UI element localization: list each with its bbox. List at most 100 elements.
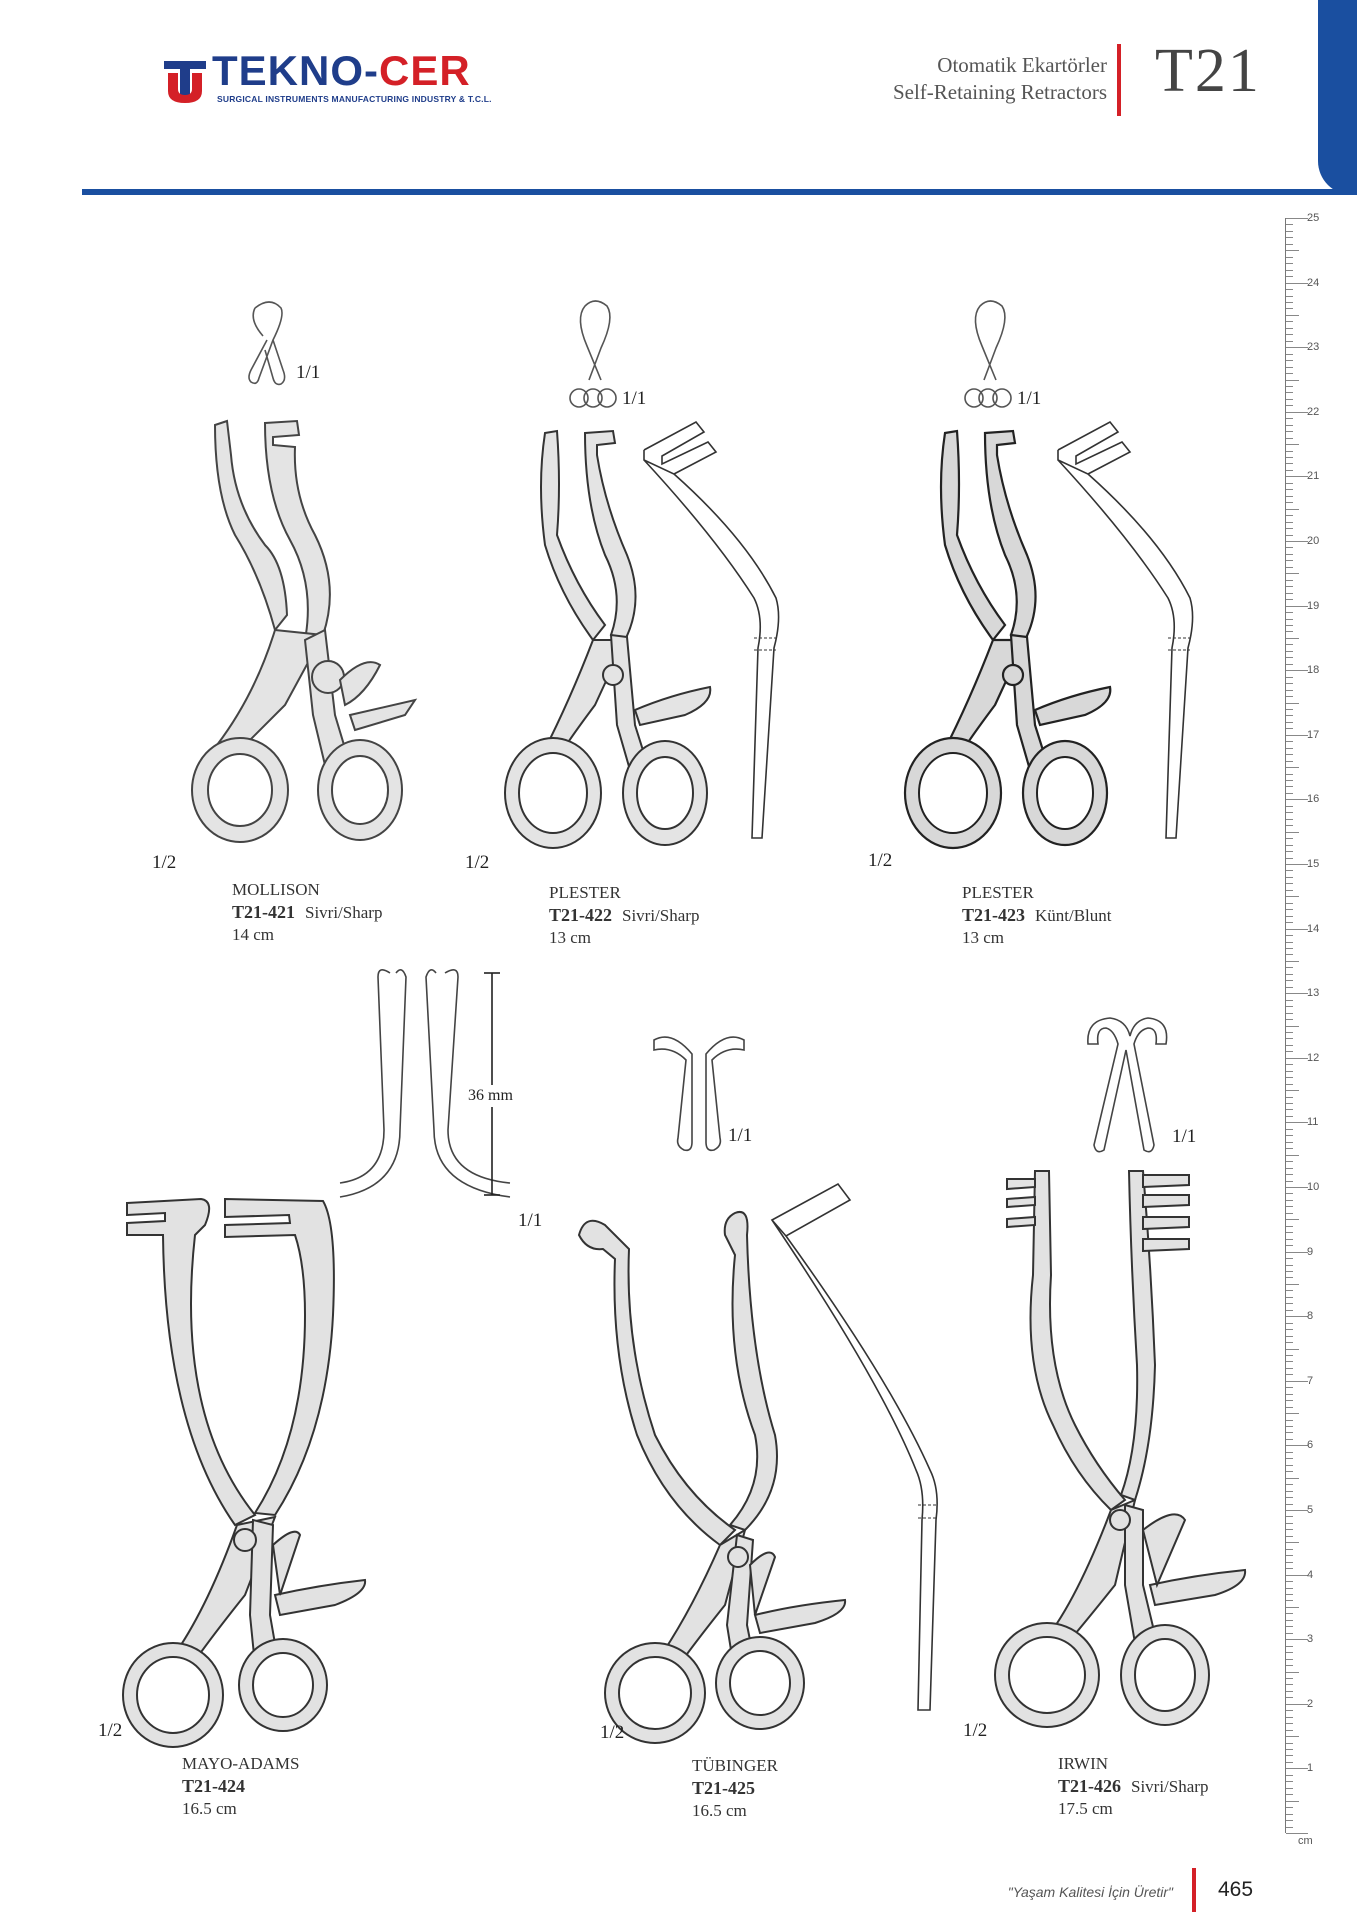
ruler-tick: [1286, 1820, 1293, 1822]
ruler-tick: [1286, 1652, 1293, 1654]
ruler-tick: [1286, 1613, 1293, 1615]
ruler-tick: [1286, 1374, 1293, 1376]
product-code: T21-426: [1058, 1776, 1121, 1796]
ruler-tick: [1286, 851, 1293, 853]
ruler-tick: [1286, 1419, 1293, 1421]
dimension-mayo-adams: 36 mm: [468, 1085, 513, 1107]
ruler-tick: [1286, 1645, 1293, 1647]
ruler-tick: [1286, 1342, 1293, 1344]
ruler-tick: [1286, 960, 1299, 962]
ruler-tick: [1286, 760, 1293, 762]
ruler-tick: [1286, 528, 1293, 530]
ruler-tick: [1286, 1723, 1293, 1725]
ruler-tick: [1286, 1665, 1293, 1667]
ruler-tick: [1286, 301, 1293, 303]
ruler-tick: [1286, 424, 1293, 426]
ruler-tick: [1286, 1070, 1293, 1072]
product-card-mayo-adams: MAYO-ADAMS T21-424 16.5 cm: [182, 1753, 299, 1820]
ruler-tick: [1286, 1264, 1293, 1266]
brand-subtitle: SURGICAL INSTRUMENTS MANUFACTURING INDUS…: [217, 94, 492, 104]
ruler-tick: [1286, 624, 1293, 626]
product-code: T21-421: [232, 902, 295, 922]
brand-name: TEKNO-CER: [212, 50, 471, 92]
ruler-label: 19: [1307, 599, 1320, 612]
ruler-tick: [1286, 314, 1299, 316]
side-view-plester-sharp: [636, 418, 786, 848]
ruler-tick: [1286, 1025, 1299, 1027]
ruler-tick: [1286, 411, 1308, 413]
ruler-tick: [1286, 1219, 1299, 1221]
header-divider: [1117, 44, 1121, 116]
ruler-tick: [1286, 269, 1293, 271]
product-name: TÜBINGER: [692, 1756, 778, 1775]
ruler-label: 6: [1307, 1439, 1314, 1452]
ruler-tick: [1286, 618, 1293, 620]
ruler-tick: [1286, 657, 1293, 659]
ruler-tick: [1286, 754, 1293, 756]
ruler-tick: [1286, 256, 1293, 258]
tip-detail-tubinger: [652, 1030, 747, 1152]
category-title-tr: Otomatik Ekartörler: [937, 53, 1107, 77]
ruler-tick: [1286, 721, 1293, 723]
ruler-tick: [1286, 876, 1293, 878]
ruler-tick: [1286, 276, 1293, 278]
scale-body-plester-blunt: 1/2: [868, 850, 893, 871]
ruler-tick: [1286, 579, 1293, 581]
scale-body-irwin: 1/2: [963, 1720, 988, 1741]
ruler-tick: [1286, 1393, 1293, 1395]
ruler-tick: [1286, 1335, 1293, 1337]
ruler-tick: [1286, 1671, 1299, 1673]
ruler-tick: [1286, 1296, 1293, 1298]
ruler-tick: [1286, 560, 1293, 562]
category-heading: Otomatik Ekartörler Self-Retaining Retra…: [893, 52, 1107, 106]
category-title-en: Self-Retaining Retractors: [892, 80, 1107, 104]
ruler-label: 4: [1307, 1568, 1314, 1581]
side-view-plester-blunt: [1050, 418, 1200, 848]
ruler-tick: [1286, 379, 1299, 381]
ruler-tick: [1286, 573, 1299, 575]
ruler-tick: [1286, 1716, 1293, 1718]
ruler-label: 1: [1307, 1762, 1314, 1775]
ruler-tick: [1286, 405, 1293, 407]
ruler-tick: [1286, 715, 1293, 717]
scale-body-plester-sharp: 1/2: [465, 852, 490, 873]
ruler-label: 22: [1307, 405, 1320, 418]
product-type: Sivri/Sharp: [622, 906, 700, 925]
product-name: MAYO-ADAMS: [182, 1754, 300, 1773]
ruler-tick: [1286, 1535, 1293, 1537]
ruler-label: 20: [1307, 535, 1320, 547]
product-code: T21-422: [549, 905, 612, 925]
ruler-label: 12: [1307, 1051, 1320, 1064]
ruler-tick: [1286, 224, 1293, 226]
ruler-tick: [1286, 1787, 1293, 1789]
ruler-tick: [1286, 883, 1293, 885]
ruler-tick: [1286, 889, 1293, 891]
ruler-tick: [1286, 844, 1293, 846]
ruler-label: 25: [1307, 212, 1320, 224]
ruler-tick: [1286, 1587, 1293, 1589]
ruler-tick: [1286, 831, 1299, 833]
ruler-tick: [1286, 605, 1308, 607]
ruler-tick: [1286, 954, 1293, 956]
instrument-mayo-adams: [105, 1195, 375, 1750]
ruler-tick: [1286, 1684, 1293, 1686]
product-card-tubinger: TÜBINGER T21-425 16.5 cm: [692, 1755, 778, 1822]
ruler-tick: [1286, 973, 1293, 975]
ruler-tick: [1286, 469, 1293, 471]
ruler-tick: [1286, 1581, 1293, 1583]
ruler-tick: [1286, 767, 1299, 769]
ruler-tick: [1286, 1794, 1293, 1796]
ruler-tick: [1286, 1174, 1293, 1176]
section-code: T21: [1155, 37, 1261, 105]
footer-divider: [1192, 1868, 1196, 1912]
scale-body-tubinger: 1/2: [600, 1722, 625, 1743]
scale-tip-plester-blunt: 1/1: [1017, 388, 1042, 409]
ruler-tick: [1286, 967, 1293, 969]
ruler-label: 17: [1307, 728, 1320, 741]
ruler-tick: [1286, 1400, 1293, 1402]
side-view-tubinger: [770, 1180, 938, 1720]
brand-name-accent: CER: [379, 47, 471, 94]
ruler-tick: [1286, 999, 1293, 1001]
ruler-tick: [1286, 1697, 1293, 1699]
